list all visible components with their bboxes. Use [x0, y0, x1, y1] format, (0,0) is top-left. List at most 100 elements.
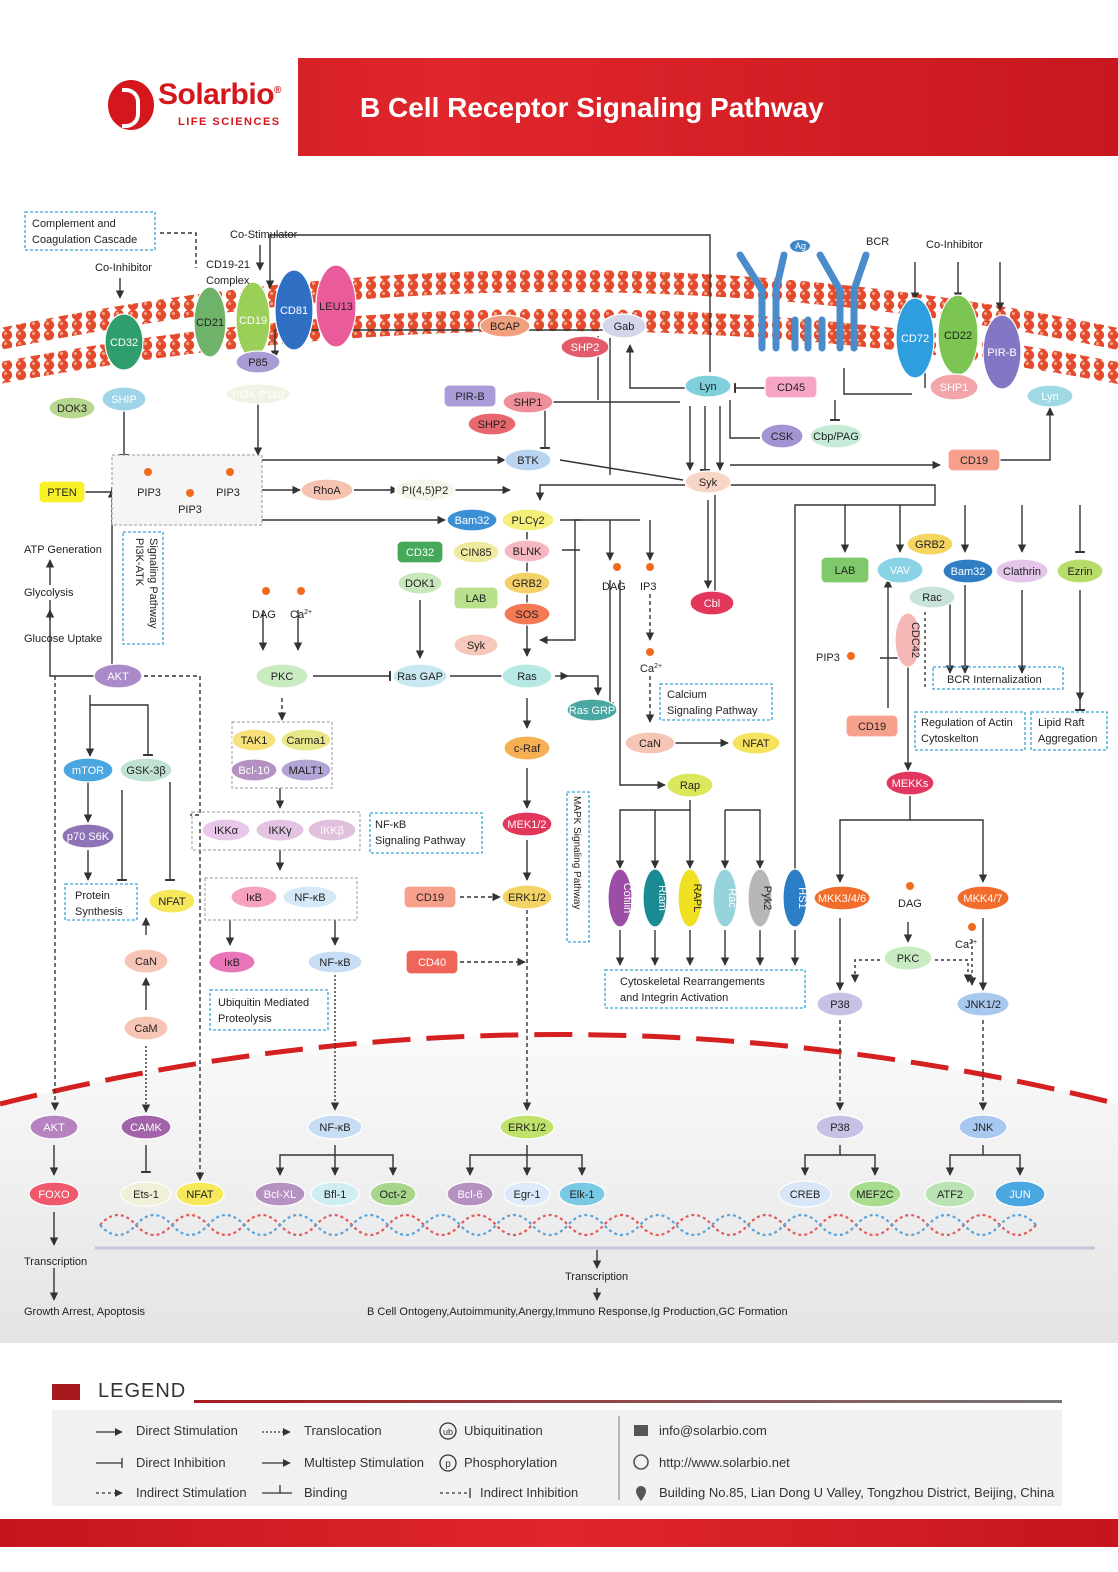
node-shape-laba — [453, 586, 499, 610]
legend-title: LEGEND — [98, 1380, 187, 1402]
node-mkk346: MKK3/4/6 — [813, 885, 871, 911]
node-mkk47: MKK4/7 — [956, 885, 1010, 911]
node-shape-nfata — [731, 731, 781, 755]
node-shape-syk1 — [684, 470, 732, 494]
node-label-nfatc: NFAT — [186, 1189, 214, 1201]
node-shape-pkca — [255, 663, 309, 689]
node-label-cd21: CD21 — [196, 317, 224, 329]
node-cam: CaM — [123, 1015, 169, 1041]
node-shape-cdc42 — [894, 612, 922, 668]
node-label-lyn1: Lyn — [699, 381, 716, 393]
node-erk12b: ERK1/2 — [499, 1114, 555, 1140]
node-label-nfata: NFAT — [742, 738, 770, 750]
node-label-mtor: mTOR — [72, 765, 104, 777]
node-label-pkcb: PKC — [897, 953, 920, 965]
node-label-ikbb: IκB — [224, 957, 240, 969]
node-shape-grb2a — [503, 571, 551, 595]
cyto-label-2: and Integrin Activation — [620, 992, 728, 1004]
node-shape-p70s6k — [61, 823, 115, 849]
node-shape-hs1 — [782, 868, 808, 928]
node-nfkba: NF-κB — [282, 885, 338, 909]
node-label-clathrin: Clathrin — [1003, 566, 1041, 578]
node-label-shp2a: SHP2 — [571, 342, 600, 354]
node-bcap: BCAP — [479, 314, 531, 338]
node-shape-rasgap — [392, 663, 448, 689]
contact-website[interactable]: http://www.solarbio.net — [659, 1455, 790, 1470]
node-label-vav: VAV — [890, 565, 911, 577]
node-carma1: Carma1 — [280, 728, 332, 752]
node-label-btk: BTK — [517, 455, 539, 467]
node-nfata: NFAT — [731, 731, 781, 755]
node-shape-labb — [820, 556, 870, 584]
node-nfkbb: NF-κB — [307, 950, 363, 974]
actin-label-1: Regulation of Actin — [921, 717, 1013, 729]
node-lyn2: Lyn — [1026, 384, 1074, 408]
node-shape-dok1 — [397, 571, 443, 595]
node-label-bam32b: Bam32 — [951, 566, 986, 578]
legend-indirect-stimulation: Indirect Stimulation — [136, 1485, 247, 1500]
node-shape-cd19d — [845, 714, 899, 738]
lipid-raft-box — [1030, 711, 1108, 751]
node-label-p38b: P38 — [830, 1122, 850, 1134]
node-pirb2: PIR-B — [443, 384, 497, 408]
node-shape-bcl10 — [230, 758, 278, 782]
legend-multistep: Multistep Stimulation — [304, 1455, 424, 1470]
node-lyn1: Lyn — [684, 374, 732, 398]
node-label-gsk3b: GSK-3β — [126, 765, 165, 777]
glucose-label: Glucose Uptake — [24, 633, 102, 645]
node-shape-ship — [101, 386, 147, 412]
node-shape-ikkb — [307, 818, 357, 842]
complement-label-2: Coagulation Cascade — [32, 234, 137, 246]
node-cd32a: CD32 — [104, 313, 144, 371]
node-shape-atf2 — [924, 1180, 976, 1208]
node-label-pi45p2: PI(4,5)P2 — [402, 485, 448, 497]
globe-icon — [633, 1454, 649, 1470]
node-label-shp1a: SHP1 — [940, 382, 969, 394]
node-label-cd22: CD22 — [944, 330, 972, 342]
node-foxo: FOXO — [28, 1181, 80, 1207]
co-inhibitor-label-right: Co-Inhibitor — [926, 239, 983, 251]
node-cofilin: Cofilin — [607, 868, 633, 928]
node-bam32a: Bam32 — [446, 508, 498, 532]
node-label-ikka: IKKα — [214, 825, 239, 837]
mapk-box — [566, 791, 590, 943]
node-label-erk12b: ERK1/2 — [508, 1122, 546, 1134]
logo-area: Solarbio® LIFE SCIENCES — [0, 58, 298, 156]
node-label-akt1: AKT — [107, 671, 129, 683]
node-label-bcap: BCAP — [490, 321, 520, 333]
contact-email[interactable]: info@solarbio.com — [659, 1423, 767, 1438]
node-label-pi3kp110: PI3K P110 — [232, 389, 284, 401]
node-cd81: CD81 — [274, 269, 314, 351]
calcium-box — [659, 683, 773, 721]
node-shape-foxo — [28, 1181, 80, 1207]
node-shp2a: SHP2 — [560, 335, 610, 359]
node-label-cd45: CD45 — [777, 382, 805, 394]
node-mek12: MEK1/2 — [501, 811, 553, 837]
node-shape-btk — [504, 448, 552, 472]
node-shape-pirb1 — [982, 314, 1022, 390]
node-label-pip3a: PIP3 — [137, 487, 161, 499]
glycolysis-label: Glycolysis — [24, 587, 74, 599]
node-shape-bclxl — [254, 1181, 306, 1207]
node-shape-sos — [503, 602, 551, 626]
node-shape-clathrin — [995, 558, 1049, 584]
mapk-label: MAPK Signaling Pathway — [571, 796, 582, 909]
pi3k-label-1: PI3K-ATK — [133, 538, 145, 587]
node-p38b: P38 — [815, 1114, 865, 1140]
node-label-pyk2: Pyk2 — [761, 886, 773, 910]
node-shape-cd81 — [274, 269, 314, 351]
node-creb: CREB — [778, 1180, 832, 1208]
node-shape-jun — [994, 1180, 1046, 1208]
complex-label: Complex — [206, 275, 250, 287]
node-label-pkca: PKC — [271, 671, 294, 683]
node-shape-creb — [778, 1180, 832, 1208]
lipid-label-1: Lipid Raft — [1038, 717, 1084, 729]
ip3-label: IP3 — [640, 581, 657, 593]
node-cdc42: CDC42 — [894, 612, 922, 668]
node-can1: CaN — [624, 731, 676, 755]
antigen-icon — [790, 240, 810, 252]
node-pyk2: Pyk2 — [747, 868, 773, 928]
node-csk: CSK — [760, 423, 804, 449]
node-label-gab: Gab — [614, 321, 635, 333]
node-label-laba: LAB — [466, 593, 487, 605]
